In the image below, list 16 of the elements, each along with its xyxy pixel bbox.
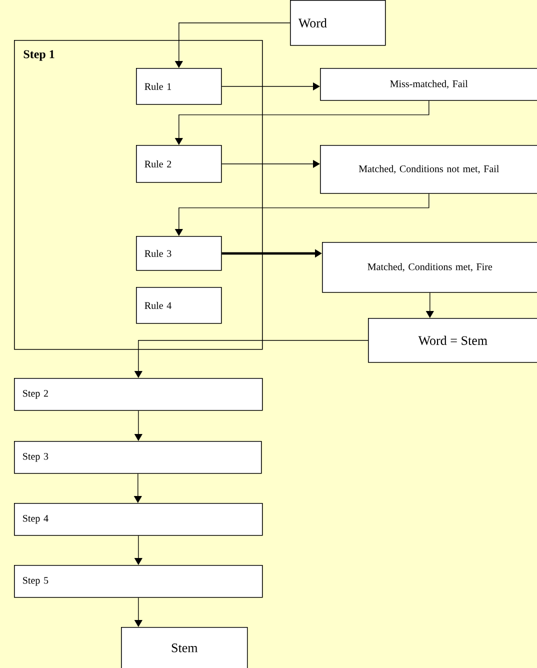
process-box: Rule 4 bbox=[136, 287, 222, 324]
arrow bbox=[221, 160, 320, 168]
arrow bbox=[221, 82, 320, 90]
process-box: Word = Stem bbox=[368, 318, 537, 363]
process-box: Step 2 bbox=[14, 378, 263, 411]
process-box: Step 4 bbox=[14, 503, 263, 536]
process-box: Word bbox=[290, 0, 386, 46]
process-box: Step 5 bbox=[14, 565, 263, 598]
process-box: Stem bbox=[121, 627, 248, 668]
process-box: Rule 1 bbox=[136, 68, 222, 105]
process-box: Matched, Conditions met, Fire bbox=[322, 242, 537, 293]
process-box: Step 3 bbox=[14, 441, 262, 474]
process-box: Miss-matched, Fail bbox=[320, 68, 537, 101]
process-box: Rule 3 bbox=[136, 236, 222, 271]
process-box: Matched, Conditions not met, Fail bbox=[320, 145, 537, 194]
process-box: Rule 2 bbox=[136, 145, 222, 183]
